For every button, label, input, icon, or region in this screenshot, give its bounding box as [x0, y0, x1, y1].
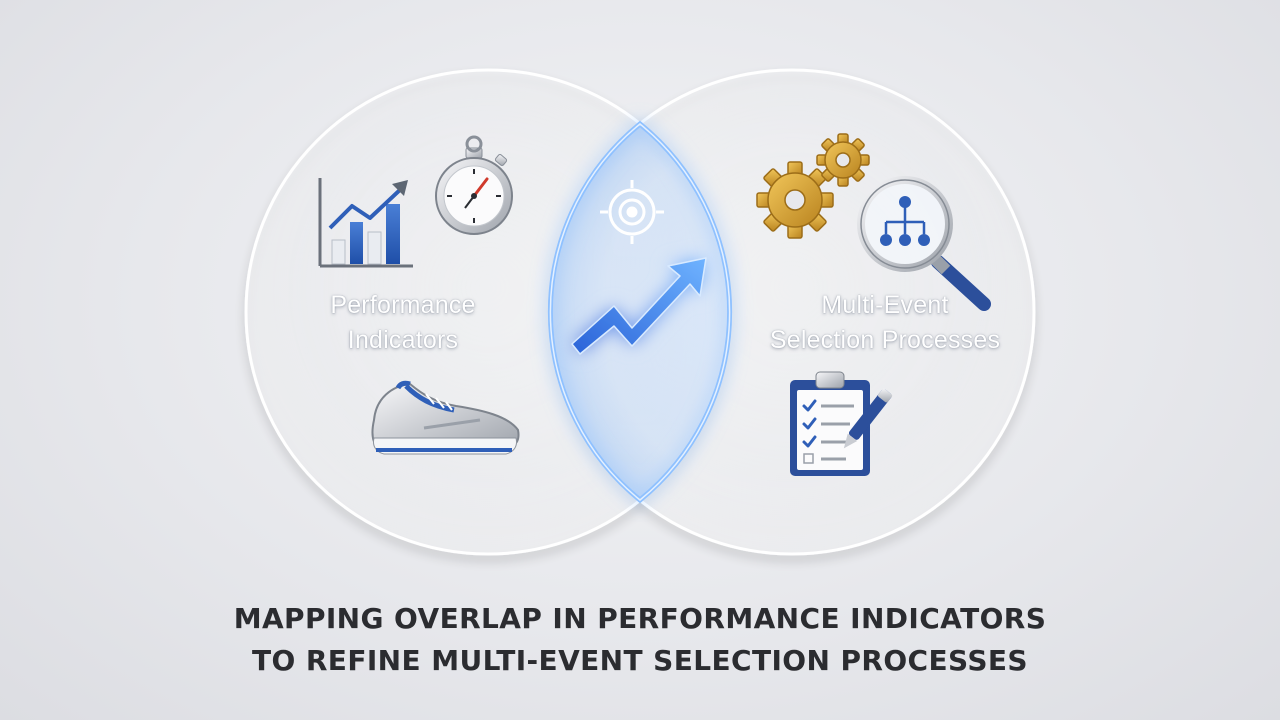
- stopwatch-icon: [435, 135, 513, 235]
- bar-chart-icon: [318, 178, 413, 268]
- trend-arrow-icon: [571, 257, 707, 355]
- target-icon: [600, 180, 664, 244]
- right-set-label-line: Multi-Event: [821, 291, 949, 319]
- right-set-label: Multi-Event Selection Processes: [730, 288, 1040, 358]
- magnifier-hierarchy-icon: [857, 176, 991, 311]
- gears-icon: [756, 133, 870, 239]
- right-set-label-line: Selection Processes: [769, 326, 1001, 354]
- diagram-caption: MAPPING OVERLAP IN PERFORMANCE INDICATOR…: [140, 598, 1140, 682]
- running-shoe-icon: [371, 380, 520, 455]
- caption-line: TO REFINE MULTI-EVENT SELECTION PROCESSE…: [252, 644, 1028, 677]
- overlap-lens: [547, 70, 733, 554]
- left-set-label: Performance Indicators: [290, 288, 516, 358]
- caption-line: MAPPING OVERLAP IN PERFORMANCE INDICATOR…: [233, 602, 1047, 635]
- left-set-label-line: Indicators: [347, 326, 459, 354]
- clipboard-checklist-icon: [790, 371, 893, 476]
- left-set-label-line: Performance: [330, 291, 476, 319]
